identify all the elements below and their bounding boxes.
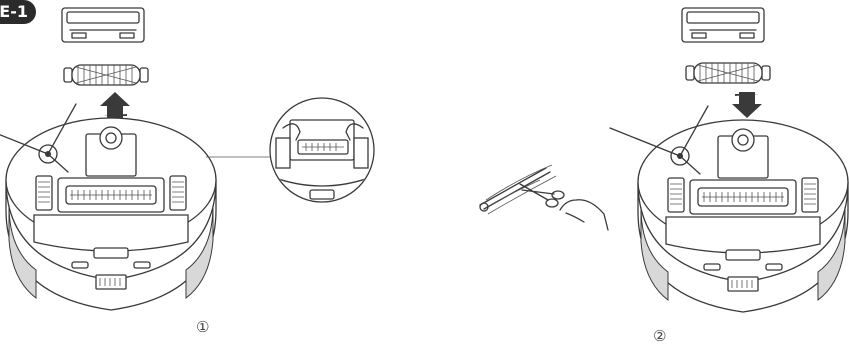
arrow-down-icon xyxy=(732,92,762,118)
arrow-up-icon xyxy=(100,92,130,118)
step-1-marker: ① xyxy=(196,318,209,336)
roller-brush-2 xyxy=(686,63,770,83)
step-2-marker: ② xyxy=(653,327,666,345)
brush-cover-2 xyxy=(682,8,764,42)
magnified-detail xyxy=(270,98,374,202)
scissors-cutting-hair xyxy=(480,165,608,230)
figure-badge: E-1 xyxy=(0,0,36,24)
roller-brush-1 xyxy=(64,65,148,85)
brush-cover-1 xyxy=(62,8,144,42)
robot-vacuum-2 xyxy=(610,106,848,312)
robot-vacuum-1 xyxy=(0,104,216,310)
